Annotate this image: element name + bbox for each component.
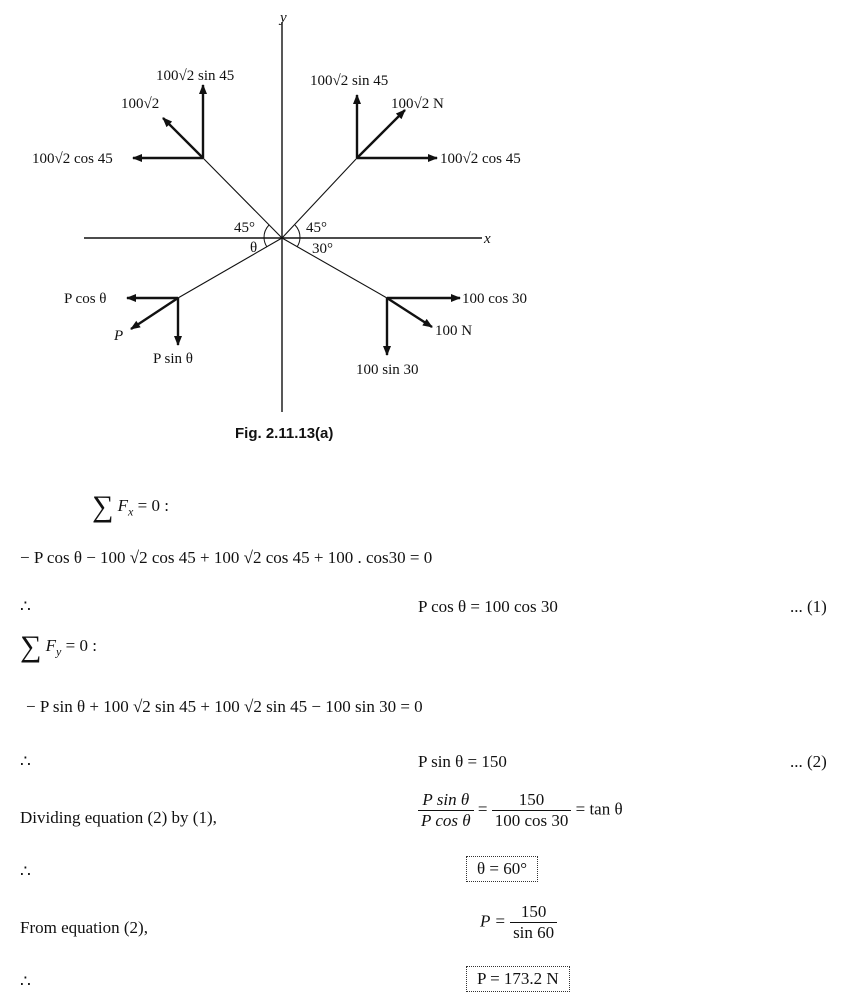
angle-arc-ul xyxy=(263,224,270,239)
div-tail: = tan θ xyxy=(575,799,623,819)
line-lower-left xyxy=(177,237,283,299)
ll-horizontal-label: P cos θ xyxy=(64,291,106,307)
lr-force-label: 100 N xyxy=(435,323,472,339)
line-upper-right xyxy=(281,157,358,239)
fx-symbol: F xyxy=(117,495,129,515)
angle-arc-lr xyxy=(296,237,301,248)
therefore-2: ∴ xyxy=(20,752,31,771)
angle-arc-ur xyxy=(294,224,301,239)
equation-y: − P sin θ + 100 √2 sin 45 + 100 √2 sin 4… xyxy=(26,697,423,716)
sum-fy-heading: ∑ Fy = 0 : xyxy=(20,630,97,664)
fy-symbol: F xyxy=(45,635,57,655)
fx-subscript: x xyxy=(128,504,134,519)
line-upper-left xyxy=(202,157,283,239)
ref-1: ... (1) xyxy=(790,597,827,616)
ul-vertical-label: 100√2 sin 45 xyxy=(156,68,234,84)
angle-label-lr: 30° xyxy=(312,241,333,257)
fy-rest: = 0 : xyxy=(61,635,97,655)
ur-force-label: 100√2 N xyxy=(391,96,444,112)
ll-vertical-label: P sin θ xyxy=(153,351,193,367)
lr-horizontal-label: 100 cos 30 xyxy=(462,291,527,307)
axis-x-label: x xyxy=(483,231,491,247)
p-result: P = 173.2 N xyxy=(466,966,570,992)
lr-force-arrow xyxy=(386,296,433,329)
force-diagram: y x 100√2 sin 45 100√2 100√2 cos 45 100√… xyxy=(32,10,527,412)
from-text: From equation (2), xyxy=(20,918,148,937)
therefore-4: ∴ xyxy=(20,972,31,991)
therefore-3: ∴ xyxy=(20,862,31,881)
sum-fx-heading: ∑ Fx = 0 : xyxy=(92,490,169,524)
angle-label-ur: 45° xyxy=(306,220,327,236)
theta-result-box: θ = 60° xyxy=(466,856,539,882)
dividing-text: Dividing equation (2) by (1), xyxy=(20,808,217,827)
ul-force-arrow xyxy=(162,117,204,159)
ll-force-label: P xyxy=(113,328,123,344)
theta-result: θ = 60° xyxy=(466,856,539,882)
ll-force-arrow xyxy=(130,296,179,331)
p-result-box: P = 173.2 N xyxy=(466,966,570,992)
fy-subscript: y xyxy=(56,644,62,659)
therefore-1: ∴ xyxy=(20,597,31,616)
p-lhs: P = xyxy=(480,911,506,931)
angle-label-ul: 45° xyxy=(234,220,255,236)
ref-2: ... (2) xyxy=(790,752,827,771)
div-equals: = xyxy=(477,799,488,819)
result-2: P sin θ = 150 xyxy=(418,752,507,771)
sigma-symbol-2: ∑ xyxy=(20,630,42,663)
lr-vertical-label: 100 sin 30 xyxy=(356,362,419,378)
ur-horizontal-label: 100√2 cos 45 xyxy=(440,151,521,167)
axis-y-label: y xyxy=(278,10,287,26)
angle-arc-ll xyxy=(263,237,268,248)
ul-force-label: 100√2 xyxy=(121,96,159,112)
figure-caption: Fig. 2.11.13(a) xyxy=(235,425,334,442)
ur-vertical-label: 100√2 sin 45 xyxy=(310,73,388,89)
sigma-symbol: ∑ xyxy=(92,490,114,523)
fx-rest: = 0 : xyxy=(133,495,169,515)
line-lower-right xyxy=(281,237,388,299)
ul-horizontal-label: 100√2 cos 45 xyxy=(32,151,113,167)
angle-label-ll: θ xyxy=(250,240,257,256)
result-1: P cos θ = 100 cos 30 xyxy=(418,597,558,616)
ur-force-arrow xyxy=(356,109,406,159)
equation-x: − P cos θ − 100 √2 cos 45 + 100 √2 cos 4… xyxy=(20,548,433,567)
